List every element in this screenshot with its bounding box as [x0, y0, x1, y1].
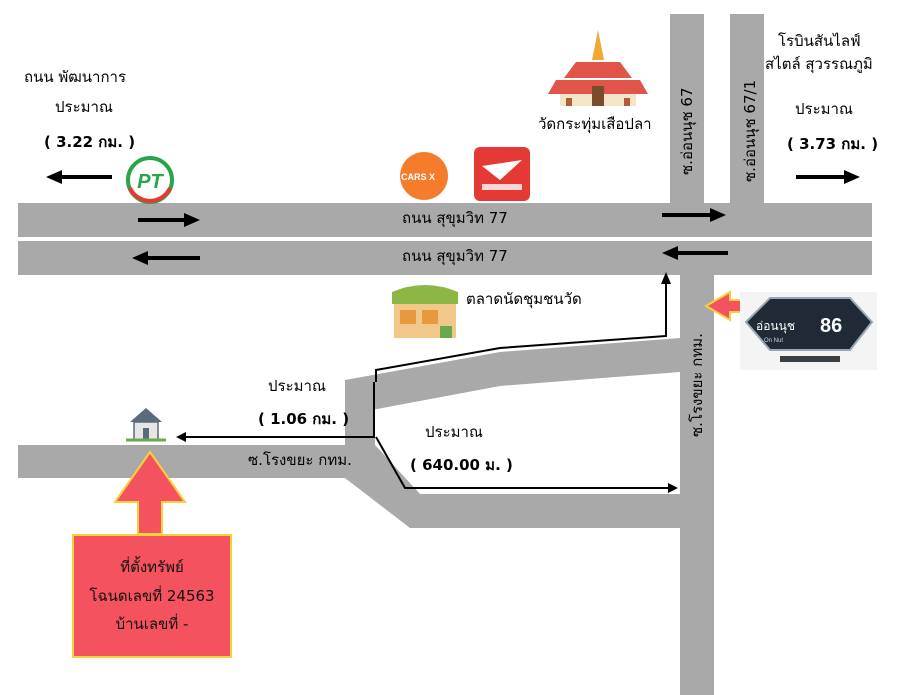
street-sign-photo: อ่อนนุช 86 On Nut [740, 292, 877, 370]
property-title: ที่ตั้งทรัพย์ [120, 558, 184, 577]
left-direction-road: ถนน พัฒนาการ [24, 68, 127, 86]
soi-rongkhaya-horizontal-road [18, 445, 350, 478]
svg-text:อ่อนนุช: อ่อนนุช [756, 319, 795, 334]
route2-approx: ประมาณ [425, 423, 483, 441]
traffic-arrows [46, 170, 860, 265]
svg-text:On Nut: On Nut [764, 338, 783, 344]
thailand-post-logo [474, 147, 530, 201]
route1-approx: ประมาณ [268, 377, 326, 395]
right-direction-distance: ( 3.73 กม. ) [787, 135, 879, 153]
diagonal-connector-road [345, 338, 680, 415]
soi-onnut-67-1-label: ซ.อ่อนนุช 67/1 [741, 79, 759, 182]
route1-distance: ( 1.06 กม. ) [258, 410, 350, 428]
left-direction-approx: ประมาณ [55, 98, 113, 116]
property-info-box: ที่ตั้งทรัพย์ โฉนดเลขที่ 24563 บ้านเลขที… [72, 534, 232, 658]
soi-rongkhaya-vertical-label: ซ.โรงขยะ กทม. [688, 333, 706, 437]
svg-text:86: 86 [820, 315, 842, 337]
route-up-to-sukhumvit [375, 282, 667, 382]
temple-icon [548, 30, 648, 106]
roads [18, 14, 872, 695]
svg-text:PT: PT [137, 171, 164, 193]
route-to-property [186, 382, 375, 438]
lower-connector-road [345, 445, 680, 528]
temple-label: วัดกระทุ่มเสือปลา [538, 115, 652, 133]
soi-onnut-67-1-road [730, 14, 764, 203]
market-label: ตลาดนัดชุมชนวัด [466, 290, 582, 308]
svg-text:CARS X: CARS X [401, 172, 435, 182]
soi-rongkhaya-vertical-road [680, 275, 714, 695]
route2-distance: ( 640.00 ม. ) [410, 456, 513, 474]
junction-road [345, 380, 375, 445]
right-direction-approx: ประมาณ [795, 100, 853, 118]
route-lines [176, 272, 678, 493]
route-down-to-soi [375, 436, 670, 489]
soi-onnut-67-label: ซ.อ่อนนุช 67 [678, 87, 696, 175]
house-icon [126, 408, 166, 442]
right-direction-place-line2: สไตล์ สุวรรณภูมิ [765, 55, 873, 73]
soi-onnut-67-road [670, 14, 704, 203]
sukhumvit-lower-label: ถนน สุขุมวิท 77 [402, 247, 508, 265]
sukhumvit-upper-label: ถนน สุขุมวิท 77 [402, 209, 508, 227]
pt-logo: PT [126, 156, 174, 204]
carsx-logo: CARS X [400, 152, 448, 200]
left-direction-distance: ( 3.22 กม. ) [44, 133, 136, 151]
street-sign-graphic: อ่อนนุช 86 On Nut [744, 297, 874, 362]
right-direction-place-line1: โรบินสันไลฟ์ [778, 32, 861, 50]
soi-rongkhaya-horizontal-label: ซ.โรงขยะ กทม. [248, 451, 352, 469]
market-icon [392, 285, 458, 338]
property-house-number: บ้านเลขที่ - [115, 615, 189, 634]
property-deed-number: โฉนดเลขที่ 24563 [89, 586, 215, 605]
